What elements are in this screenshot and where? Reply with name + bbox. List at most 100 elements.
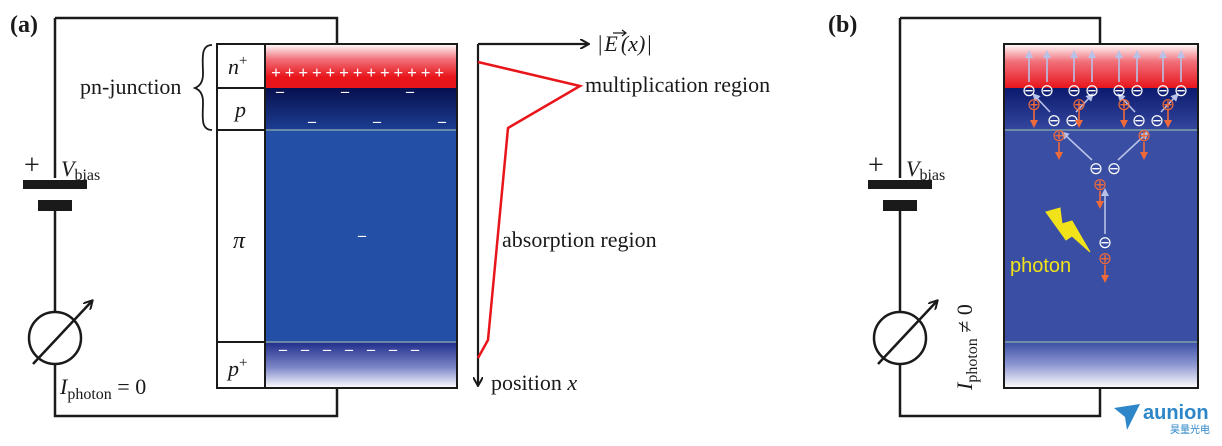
panel-b-battery-plus: + [868, 150, 884, 181]
panel-a-label: (a) [10, 12, 38, 38]
negative-charge: – [300, 341, 310, 358]
positive-charge: + [271, 63, 281, 82]
positive-charge: + [421, 63, 431, 82]
aunion-logo-icon [1114, 404, 1140, 430]
avalanche-cascade: ⊖⊕⊖⊖⊕⊖⊖⊕⊖⊖⊕⊖⊖⊕⊖⊖⊕⊖⊖⊕⊖⊖⊕ [1022, 50, 1188, 283]
positive-charge: + [339, 63, 349, 82]
panel-b-p-plus-region [1004, 342, 1198, 388]
positive-charge: + [298, 63, 308, 82]
panel-b-battery-symbol [868, 180, 932, 211]
positive-charge: + [380, 63, 390, 82]
negative-charges: –––––––––––––– [275, 83, 447, 358]
positive-charge: + [434, 63, 444, 82]
negative-charge: – [437, 113, 447, 130]
panel-b-ammeter-icon [872, 301, 937, 366]
panel-a: (a) + Vbias Iphoton = 0 n+ p [10, 12, 770, 418]
panel-b: (b) + Vbias Iphoton ≠ 0 ⊖⊕⊖⊖⊕⊖⊖⊕⊖⊖⊕⊖⊖⊕⊖⊖… [828, 12, 1199, 418]
electric-field-profile [476, 60, 584, 359]
electron-path-arrow [1075, 93, 1094, 113]
negative-charge: – [307, 113, 317, 130]
hole-symbol: ⊕ [1117, 95, 1131, 114]
aunion-logo-text: aunion [1143, 402, 1209, 424]
panel-a-circuit-wire [53, 16, 339, 418]
layer-pi [265, 130, 457, 342]
electron-path-arrow [1032, 93, 1051, 113]
layer-label-p-plus: p+ [226, 355, 247, 381]
positive-charge: + [366, 63, 376, 82]
panel-a-ammeter-icon [27, 301, 92, 366]
positive-charge: + [285, 63, 295, 82]
electron-symbol: ⊖ [1040, 81, 1054, 100]
layer-label-pi: π [233, 228, 246, 254]
positive-charge: + [326, 63, 336, 82]
photon-label: photon [1010, 255, 1071, 277]
hole-symbol: ⊕ [1093, 175, 1107, 194]
absorption-region-label: absorption region [502, 227, 657, 252]
layer-label-n-plus: n+ [228, 53, 247, 79]
field-arrow-vector-mark [613, 29, 627, 37]
device-outline [264, 43, 458, 389]
negative-charge: – [388, 341, 398, 358]
negative-charge: – [405, 83, 415, 100]
electron-symbol: ⊖ [1022, 81, 1036, 100]
panel-b-circuit-wire [898, 16, 1102, 418]
layer-n-plus [265, 44, 457, 88]
electron-symbol: ⊖ [1098, 233, 1112, 252]
electron-symbol: ⊖ [1047, 111, 1061, 130]
electron-path-arrow [1160, 93, 1179, 113]
negative-charge: – [340, 83, 350, 100]
negative-charge: – [322, 341, 332, 358]
hole-symbol: ⊕ [1098, 249, 1112, 268]
electron-path-arrow [1061, 131, 1093, 161]
hole-symbol: ⊕ [1052, 126, 1066, 145]
panel-a-current-label: Iphoton = 0 [59, 374, 146, 403]
panel-b-label: (b) [828, 12, 857, 38]
negative-charge: – [275, 83, 285, 100]
layer-label-column [216, 43, 266, 389]
layer-p [265, 88, 457, 130]
electron-symbol: ⊖ [1085, 81, 1099, 100]
aunion-logo-subtitle: 昊量光电 [1170, 423, 1210, 436]
panel-b-current-label: Iphoton ≠ 0 [952, 304, 981, 391]
electron-symbol: ⊖ [1112, 81, 1126, 100]
hole-symbol: ⊕ [1072, 95, 1086, 114]
photon-lightning-icon [1045, 207, 1091, 253]
negative-charge: – [344, 341, 354, 358]
positive-charge: + [312, 63, 322, 82]
electron-symbol: ⊖ [1156, 81, 1170, 100]
electron-symbol: ⊖ [1132, 111, 1146, 130]
panel-a-battery-symbol [23, 180, 87, 211]
multiplication-region-label: multiplication region [585, 72, 770, 97]
hole-symbol: ⊕ [1027, 95, 1041, 114]
hole-symbol: ⊕ [1137, 126, 1151, 145]
panel-b-bias-label: Vbias [906, 156, 945, 184]
positive-charges: +++++++++++++ [271, 63, 444, 82]
layer-p-plus [265, 342, 457, 388]
negative-charge: – [410, 341, 420, 358]
electron-path-arrow [1117, 131, 1149, 161]
panel-a-battery-plus: + [24, 150, 40, 181]
positive-charge: + [353, 63, 363, 82]
negative-charge: – [357, 227, 367, 244]
pn-junction-label: pn-junction [80, 74, 181, 99]
electron-symbol: ⊖ [1067, 81, 1081, 100]
panel-b-pi-region [1004, 130, 1198, 342]
panel-b-device-outline [1003, 43, 1199, 389]
electron-symbol: ⊖ [1130, 81, 1144, 100]
electron-symbol: ⊖ [1150, 111, 1164, 130]
pn-junction-bracket [192, 44, 213, 131]
negative-charge: – [278, 341, 288, 358]
positive-charge: + [407, 63, 417, 82]
electron-path-arrow [1117, 93, 1136, 113]
panel-a-bias-label: Vbias [61, 156, 100, 184]
positive-charge: + [394, 63, 404, 82]
layer-label-p: p [233, 97, 246, 122]
negative-charge: – [366, 341, 376, 358]
electron-symbol: ⊖ [1174, 81, 1188, 100]
position-axis-label: position x [491, 370, 577, 395]
hole-symbol: ⊕ [1161, 95, 1175, 114]
field-axis-label: |E(x)| [598, 31, 652, 56]
electron-symbol: ⊖ [1089, 159, 1103, 178]
aunion-logo: aunion 昊量光电 [1114, 402, 1210, 436]
